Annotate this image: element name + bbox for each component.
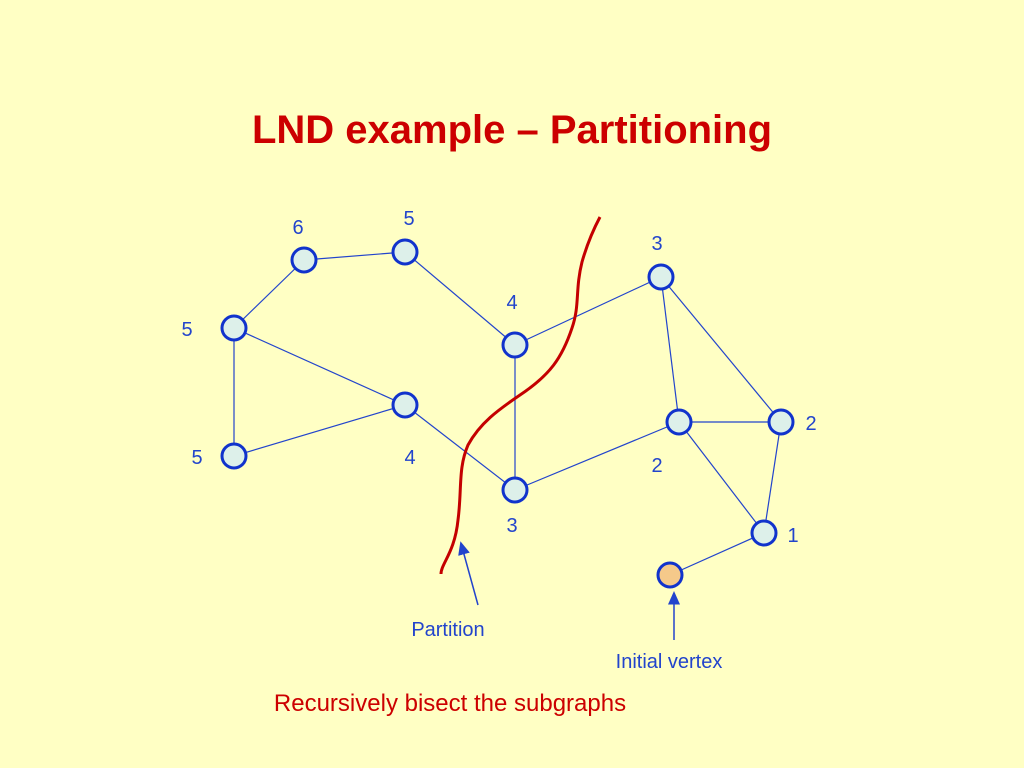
partition-label: Partition xyxy=(411,619,484,641)
initial-vertex-label: Initial vertex xyxy=(616,651,723,673)
node-level-label-a: 6 xyxy=(292,217,303,239)
slide-caption: Recursively bisect the subgraphs xyxy=(273,690,627,717)
node-level-label-f: 4 xyxy=(404,447,415,469)
graph-node-a xyxy=(290,246,318,274)
initial-vertex-node xyxy=(656,561,684,589)
node-level-label-i: 2 xyxy=(651,455,662,477)
graph-node-c xyxy=(220,314,248,342)
edges-layer xyxy=(233,251,782,576)
graph-node-b xyxy=(391,238,419,266)
edge-i-k xyxy=(678,421,765,534)
edge-d-h xyxy=(514,276,662,346)
partition-curve xyxy=(439,216,602,575)
graph-node-f xyxy=(391,391,419,419)
edge-g-i xyxy=(514,421,680,491)
nodes-layer xyxy=(220,238,795,589)
partition-arrow xyxy=(458,541,479,606)
edge-e-f xyxy=(233,404,406,457)
node-level-label-b: 5 xyxy=(403,208,414,230)
node-level-label-k: 1 xyxy=(787,525,798,547)
edge-j-k xyxy=(763,421,782,534)
edge-a-c xyxy=(233,259,305,329)
node-level-label-d: 4 xyxy=(506,292,517,314)
graph-node-j xyxy=(767,408,795,436)
node-level-label-c: 5 xyxy=(181,319,192,341)
graph-node-e xyxy=(220,442,248,470)
graph-node-g xyxy=(501,476,529,504)
edge-k-init xyxy=(669,532,765,576)
graph-node-k xyxy=(750,519,778,547)
edge-h-i xyxy=(660,276,680,423)
node-level-label-j: 2 xyxy=(805,413,816,435)
edge-c-f xyxy=(233,327,406,406)
edge-h-j xyxy=(660,276,782,423)
edge-b-d xyxy=(404,251,516,346)
graph-node-d xyxy=(501,331,529,359)
graph-node-i xyxy=(665,408,693,436)
labels-layer: 6 5 5 4 5 4 3 3 2 2 1 xyxy=(181,208,816,547)
edge-f-g xyxy=(404,404,516,491)
edge-a-b xyxy=(303,251,406,261)
node-level-label-g: 3 xyxy=(506,515,517,537)
graph-node-h xyxy=(647,263,675,291)
node-level-label-e: 5 xyxy=(191,447,202,469)
slide-title: LND example – Partitioning xyxy=(251,108,773,152)
node-level-label-h: 3 xyxy=(651,233,662,255)
